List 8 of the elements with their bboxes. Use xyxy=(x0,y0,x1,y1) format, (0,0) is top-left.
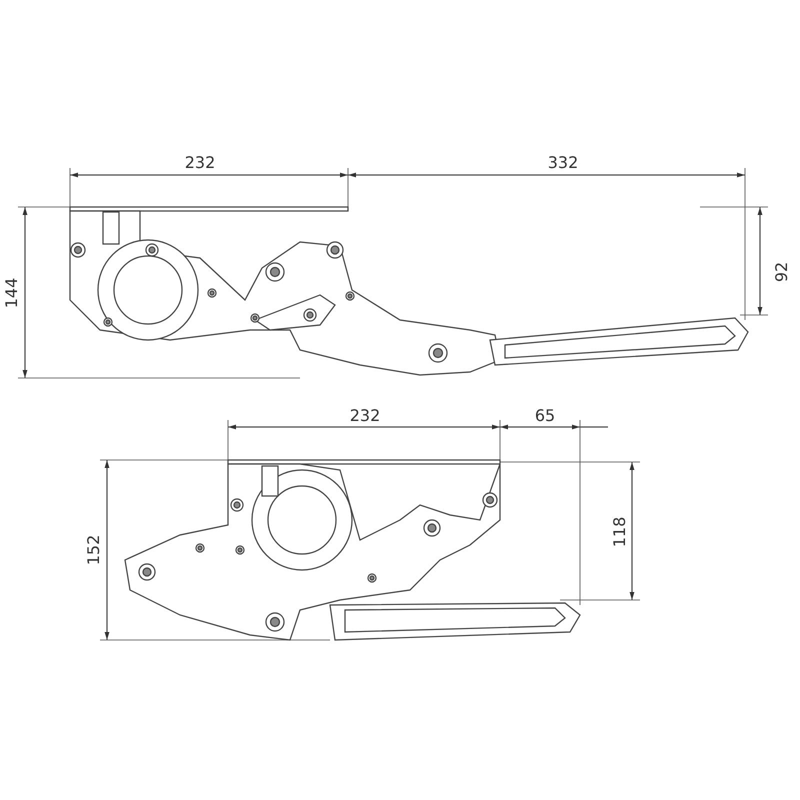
dimension-value: 232 xyxy=(184,155,216,171)
dimension-value: 332 xyxy=(548,155,578,171)
dimension-value: 118 xyxy=(612,516,628,548)
dimension-value: 65 xyxy=(534,408,556,424)
dimension-value: 152 xyxy=(86,534,102,566)
dimension-value: 144 xyxy=(4,278,20,308)
dimension-value: 232 xyxy=(350,408,380,424)
dimension-value: 92 xyxy=(774,262,790,282)
